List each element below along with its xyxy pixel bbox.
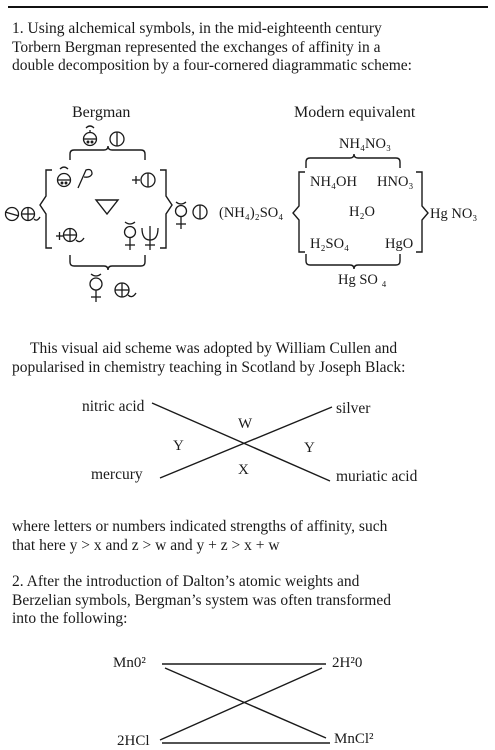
triangle-icon bbox=[94, 199, 120, 216]
modern-bottom-left-compound: H₂SO₄ bbox=[310, 236, 350, 252]
modern-bottom-compound: Hg SO ₄ bbox=[338, 272, 387, 288]
alchemical-symbol-icon bbox=[82, 125, 98, 147]
alchemical-symbol-icon bbox=[132, 172, 156, 188]
text-line: that here y > x and z > w and y + z > x … bbox=[12, 536, 280, 554]
left-bracket bbox=[39, 169, 52, 249]
alchemical-symbol-icon bbox=[109, 131, 125, 147]
cross-line bbox=[164, 667, 327, 739]
text-line: Torbern Bergman represented the exchange… bbox=[12, 38, 381, 56]
text-line: popularised in chemistry teaching in Sco… bbox=[12, 359, 406, 376]
where-text: where letters or numbers indicated stren… bbox=[12, 518, 487, 555]
alchemical-symbol-icon bbox=[141, 226, 159, 250]
hcl-label: 2HCl bbox=[117, 733, 150, 749]
cullen-text-2: popularised in chemistry teaching in Sco… bbox=[12, 359, 487, 378]
text-line: where letters or numbers indicated stren… bbox=[12, 518, 388, 535]
modern-top-compound: NH₄NO₃ bbox=[339, 136, 391, 152]
top-brace bbox=[69, 145, 146, 160]
modern-heading: Modern equivalent bbox=[294, 104, 416, 121]
bottom-brace bbox=[69, 255, 146, 271]
mno2-label: Mn0² bbox=[113, 655, 146, 671]
alchemical-symbol-icon bbox=[56, 166, 93, 189]
cross-line bbox=[151, 402, 331, 482]
nitric-acid-label: nitric acid bbox=[82, 398, 145, 415]
y-left-label: Y bbox=[173, 438, 184, 454]
mercury-symbol-icon bbox=[89, 273, 103, 302]
modern-top-left-compound: NH₄OH bbox=[310, 174, 357, 190]
muriatic-acid-label: muriatic acid bbox=[336, 468, 418, 485]
alchemical-symbol-icon bbox=[192, 204, 208, 220]
text-line: 2. After the introduction of Dalton’s at… bbox=[12, 573, 360, 590]
cullen-text: This visual aid scheme was adopted by Wi… bbox=[30, 340, 495, 359]
modern-bottom-right-compound: HgO bbox=[385, 236, 414, 252]
right-bracket bbox=[160, 169, 173, 249]
cross-line bbox=[159, 667, 323, 741]
text-line: double decomposition by a four-cornered … bbox=[12, 57, 412, 74]
text-line: Berzelian symbols, Bergman’s system was … bbox=[12, 591, 391, 609]
mncl2-label: MnCl² bbox=[334, 731, 374, 747]
w-label: W bbox=[238, 416, 253, 432]
cullen-cross-diagram bbox=[151, 402, 333, 482]
modern-left-compound: (NH₄)₂SO₄ bbox=[219, 205, 284, 221]
modern-diagram-brackets bbox=[292, 153, 429, 270]
section-1-text: 1. Using alchemical symbols, in the mid-… bbox=[12, 20, 487, 76]
text-line: into the following: bbox=[12, 610, 128, 627]
alchemical-symbol-icon bbox=[56, 227, 85, 243]
alchemical-symbol-icon bbox=[4, 206, 41, 222]
top-rule bbox=[8, 6, 488, 8]
text-line: This visual aid scheme was adopted by Wi… bbox=[30, 340, 398, 357]
modern-top-right-compound: HNO₃ bbox=[377, 174, 414, 190]
modern-right-compound: Hg NO₃ bbox=[430, 206, 478, 222]
silver-label: silver bbox=[336, 400, 371, 417]
x-label: X bbox=[238, 462, 249, 478]
text-line: 1. Using alchemical symbols, in the mid-… bbox=[12, 20, 382, 37]
alchemical-symbol-icon bbox=[114, 282, 137, 298]
y-right-label: Y bbox=[304, 440, 315, 456]
cross-line bbox=[159, 406, 333, 479]
bergman-heading: Bergman bbox=[72, 104, 131, 121]
modern-center-compound: H₂O bbox=[349, 204, 375, 220]
section-2-text: 2. After the introduction of Dalton’s at… bbox=[12, 573, 487, 629]
h2o-label: 2H²0 bbox=[332, 655, 363, 671]
bergman-diagram bbox=[4, 125, 208, 302]
mercury-symbol-icon bbox=[174, 201, 188, 229]
mercury-symbol-icon bbox=[123, 221, 137, 250]
mercury-label: mercury bbox=[91, 466, 143, 483]
